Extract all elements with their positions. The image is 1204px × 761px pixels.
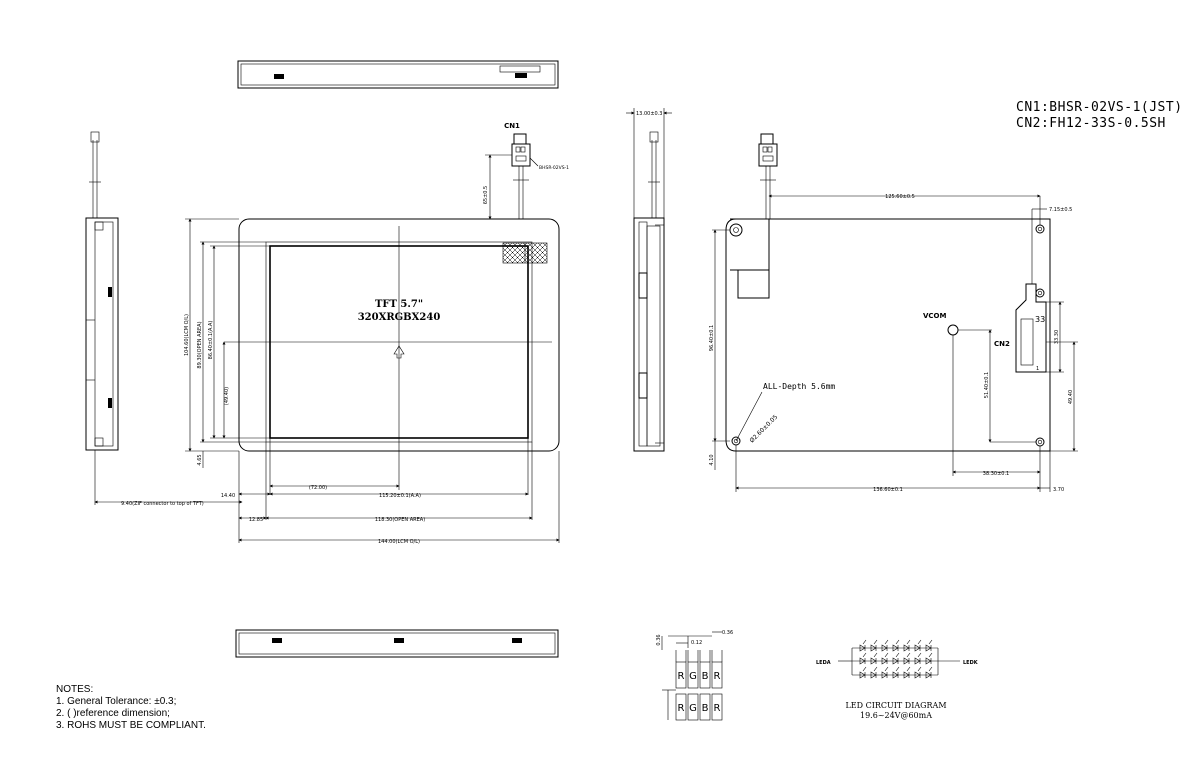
dim-hole-width: 136.60±0.1 (873, 487, 903, 493)
led-diode (881, 652, 889, 665)
dim-vcom-height: 51.40±0.1 (984, 372, 990, 398)
dim-open-width: 118.30(OPEN AREA) (375, 517, 425, 523)
ledk-label: LEDK (963, 660, 979, 666)
pixel-row-1: R G B R (675, 650, 723, 689)
cn1-part-label: BHSR-02VS-1 (539, 165, 569, 171)
led-diode (925, 652, 933, 665)
dim-cable-length: 65±0.5 (483, 186, 489, 205)
cn2-label: CN2 (994, 340, 1010, 348)
led-diode (870, 639, 878, 652)
dim-hole-height: 96.40±0.1 (709, 325, 715, 351)
tft-title-line2: 320XRGBX240 (358, 312, 441, 323)
led-diode (914, 666, 922, 679)
led-diode (881, 639, 889, 652)
dim-zif-distance: 9.40(ZIF connector to top of TFT) (121, 501, 204, 507)
led-diode (870, 666, 878, 679)
led-voltage-spec: 19.6~24V@60mA (860, 711, 932, 720)
cn2-pin-33: 33 (1035, 315, 1045, 324)
dim-vcom-width: 38.30±0.1 (983, 471, 1009, 477)
dim-right-offset: 7.15±0.5 (1049, 207, 1072, 213)
led-diode (892, 639, 900, 652)
dim-half-height: (49.40) (224, 387, 230, 405)
pixel-dim-width: 0.12 (691, 640, 702, 646)
pixel-r1-c2: G (689, 671, 697, 682)
cn1-label: CN1 (504, 122, 520, 130)
notes-heading: NOTES: (56, 684, 94, 695)
pixel-dim-gap: 0.36 (722, 630, 733, 636)
led-diode (859, 652, 867, 665)
pixel-r1-c3: B (702, 671, 709, 682)
led-diode (925, 639, 933, 652)
bottom-edge-view (235, 629, 559, 658)
led-diode (859, 666, 867, 679)
pixel-layout: 0.36 0.12 0.36 R G B R R G B R (656, 630, 733, 721)
led-diode (892, 652, 900, 665)
pixel-r2-c4: R (714, 703, 721, 714)
led-diagram-title: LED CIRCUIT DIAGRAM (845, 701, 946, 710)
led-circuit-diagram: LEDA LEDK LED CIRCUIT DIAGRAM 19.6~24V@6… (816, 639, 979, 720)
led-diode (903, 666, 911, 679)
led-strings (852, 647, 938, 676)
right-side-view: 13.00±0.3 (626, 108, 672, 452)
pixel-r2-c2: G (689, 703, 697, 714)
leda-label: LEDA (816, 660, 831, 666)
dim-lcm-width: 144.00(LCM O/L) (378, 539, 420, 545)
note-reference: 2. ( )reference dimension; (56, 708, 170, 719)
dim-thickness: 13.00±0.3 (636, 111, 662, 117)
dim-cn2-height: 33.30 (1054, 330, 1060, 344)
pixel-r1-c4: R (714, 671, 721, 682)
dim-bottom-offset: 4.65 (197, 454, 203, 465)
led-diode (925, 666, 933, 679)
pixel-r1-c1: R (678, 671, 685, 682)
cn1-spec: CN1:BHSR-02VS-1(JST) (1016, 100, 1183, 115)
dim-half-width: (72.00) (309, 485, 327, 491)
led-diode (892, 666, 900, 679)
dim-aa-width: 115.20±0.1(A.A) (379, 493, 421, 499)
hole-diameter: Ø2.60±0.05 (748, 414, 779, 445)
led-diode (914, 652, 922, 665)
dim-right-height: 49.40 (1068, 390, 1074, 404)
back-view: 33 1 CN2 VCOM ALL-Depth 5.6mm Ø2.60±0.05… (709, 133, 1078, 493)
dim-lcm-height: 104.60(LCM O/L) (184, 314, 190, 356)
led-diode (903, 652, 911, 665)
top-edge-view (237, 60, 559, 89)
dim-right-edge: 3.70 (1053, 487, 1064, 493)
pixel-r2-c1: R (678, 703, 685, 714)
vcom-label: VCOM (923, 312, 947, 320)
pixel-row-2: R G B R (675, 693, 723, 721)
led-diode (859, 639, 867, 652)
connector-specs: CN1:BHSR-02VS-1(JST) CN2:FH12-33S-0.5SH (1016, 100, 1183, 132)
dim-open-height: 89.30(OPEN AREA) (197, 321, 203, 368)
led-diode (881, 666, 889, 679)
led-diode-array (859, 639, 933, 679)
led-diode (903, 639, 911, 652)
dim-aa-height: 86.40±0.1(A.A) (208, 321, 214, 360)
front-view: TFT 5.7" 320XRGBX240 CN1 BHSR-02VS-1 65±… (94, 122, 569, 545)
left-side-view (85, 131, 119, 505)
cn2-pin-1: 1 (1036, 366, 1039, 372)
note-rohs: 3. ROHS MUST BE COMPLIANT. (56, 720, 206, 731)
note-tolerance: 1. General Tolerance: ±0.3; (56, 696, 177, 707)
pixel-r2-c3: B (702, 703, 709, 714)
notes-block: NOTES: 1. General Tolerance: ±0.3; 2. ( … (56, 684, 206, 732)
dim-open-offset: 12.85 (249, 517, 263, 523)
cn2-spec: CN2:FH12-33S-0.5SH (1016, 116, 1166, 131)
tft-title-line1: TFT 5.7" (375, 299, 423, 310)
led-diode (914, 639, 922, 652)
led-diode (870, 652, 878, 665)
dim-top-span: 125.60±0.5 (885, 194, 915, 200)
dim-left-offset: 14.40 (221, 493, 235, 499)
hole-depth-note: ALL-Depth 5.6mm (763, 382, 835, 391)
dim-back-bottom-offset: 4.10 (709, 454, 715, 465)
pixel-dim-height: 0.36 (656, 634, 662, 645)
